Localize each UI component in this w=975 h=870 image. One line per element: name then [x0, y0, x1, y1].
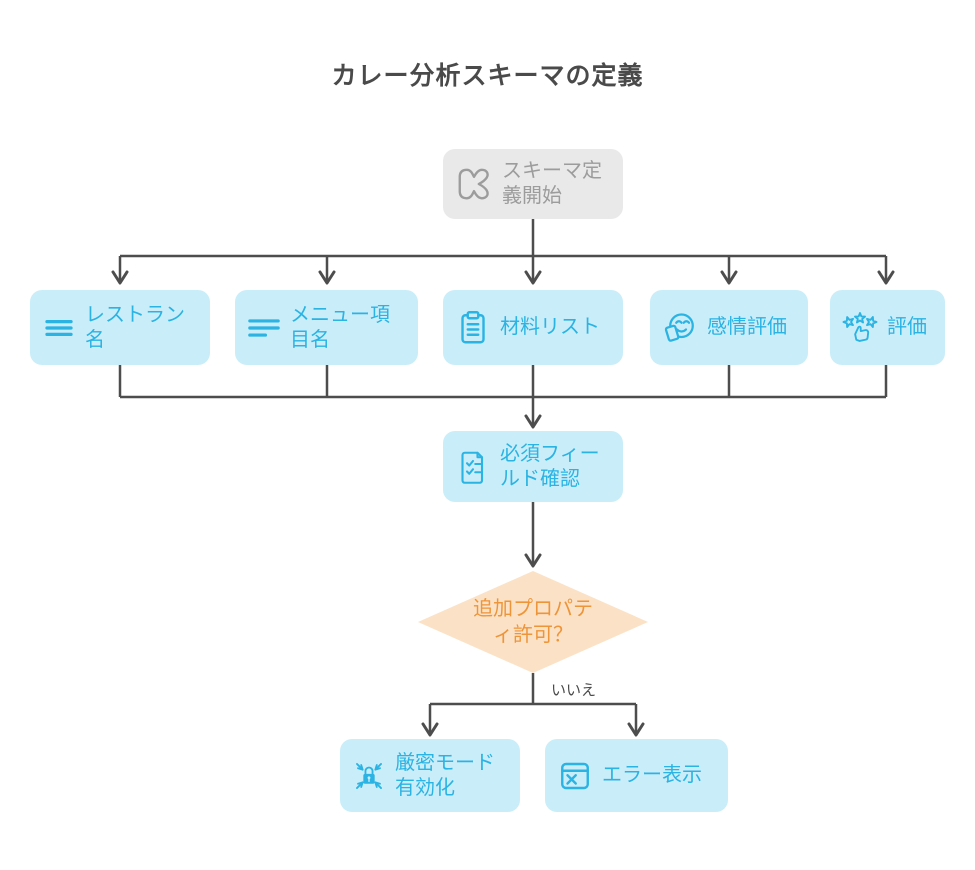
- node-label: 材料リスト: [500, 316, 600, 338]
- stars-thumbs-up-icon: [842, 310, 878, 346]
- node-strict-mode: 厳密モード有効化: [340, 739, 520, 812]
- node-label: レストラン名: [85, 303, 185, 351]
- error-window-icon: [557, 758, 593, 794]
- node-menu-item-name: メニュー項目名: [235, 290, 418, 365]
- edge-start-to-fanout: [120, 219, 886, 258]
- edge-label-no: いいえ: [551, 682, 597, 699]
- node-label: 感情評価: [707, 316, 787, 338]
- node-label: メニュー項目名: [290, 303, 390, 351]
- edge-decision-to-actions: [421, 673, 645, 737]
- node-restaurant-name: レストラン名: [30, 290, 210, 365]
- node-schema-definition-start: スキーマ定義開始: [443, 149, 623, 219]
- node-label: エラー表示: [602, 764, 702, 786]
- blob-shape-icon: [455, 165, 493, 203]
- diagram-title: カレー分析スキーマの定義: [331, 62, 644, 90]
- node-label: 評価: [887, 316, 927, 338]
- node-required-field-check: 必須フィールド確認: [443, 431, 623, 502]
- node-error-display: エラー表示: [545, 739, 728, 812]
- hamburger-lines-icon: [42, 311, 76, 345]
- lock-compress-icon: [352, 759, 386, 793]
- fanin-edges: [118, 365, 888, 429]
- checklist-document-icon: [455, 449, 491, 485]
- node-label: 必須フィールド確認: [500, 442, 600, 490]
- node-rating: 評価: [830, 290, 945, 365]
- decision-additional-properties: 追加プロパティ許可？: [473, 598, 593, 646]
- decision-diamond: [418, 571, 648, 673]
- clipboard-icon: [455, 310, 491, 346]
- edge-required-to-decision: [524, 502, 542, 568]
- node-ingredient-list: 材料リスト: [443, 290, 623, 365]
- feedback-face-icon: [662, 310, 698, 346]
- fanout-arrows: [111, 256, 895, 285]
- node-label: 厳密モード有効化: [395, 751, 495, 799]
- text-lines-icon: [247, 311, 281, 345]
- node-sentiment-rating: 感情評価: [650, 290, 808, 365]
- node-label: スキーマ定義開始: [502, 160, 602, 207]
